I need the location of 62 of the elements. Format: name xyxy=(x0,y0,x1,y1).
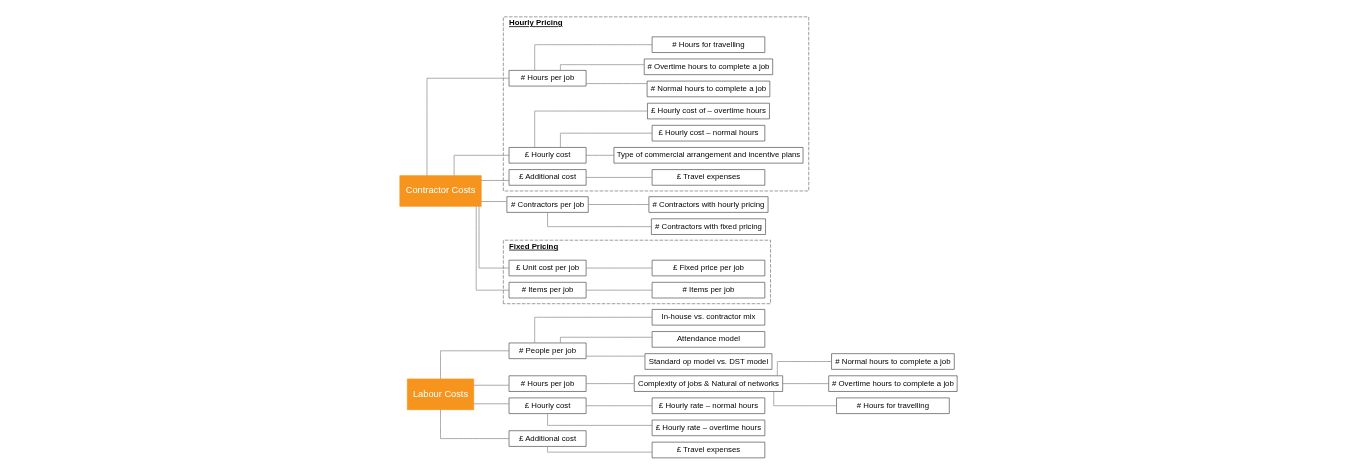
connector xyxy=(533,110,648,148)
node-box: £ Additional cost xyxy=(508,430,586,447)
node-box: Contractor Costs xyxy=(399,175,482,207)
connector xyxy=(559,336,652,344)
node-box: In-house vs. contractor mix xyxy=(651,309,765,326)
node-box: £ Hourly cost xyxy=(508,147,586,164)
connector xyxy=(533,316,652,344)
connector xyxy=(559,64,645,71)
connector xyxy=(480,201,507,202)
node-box: # People per job xyxy=(508,342,586,359)
node-box: £ Hourly cost of – overtime hours xyxy=(646,102,770,120)
node-box: # Items per job xyxy=(508,281,586,299)
node-box: # Contractors per job xyxy=(506,196,589,213)
connector xyxy=(472,384,509,386)
node-box: # Overtime hours to complete a job xyxy=(827,375,957,392)
node-box: # Normal hours to complete a job xyxy=(646,80,770,98)
connector xyxy=(587,204,649,205)
connector xyxy=(585,267,652,269)
connector xyxy=(585,355,645,357)
connector xyxy=(585,177,652,178)
node-box: £ Travel expenses xyxy=(651,169,765,186)
connector xyxy=(533,44,652,71)
node-box: # Hours per job xyxy=(508,375,586,392)
node-box: # Hours per job xyxy=(508,70,586,87)
connector xyxy=(772,391,837,407)
connector xyxy=(475,206,509,291)
connector xyxy=(585,289,652,291)
node-box: Type of commercial arrangement and incentive plans xyxy=(613,147,803,164)
node-box: # Normal hours to complete a job xyxy=(830,353,955,370)
node-box: £ Hourly cost xyxy=(508,397,586,414)
connector xyxy=(781,383,829,384)
node-box: # Hours for travelling xyxy=(651,36,765,53)
node-box: # Contractors with fixed pricing xyxy=(650,218,766,235)
node-box: £ Unit cost per job xyxy=(508,259,586,277)
node-box: £ Additional cost xyxy=(508,169,586,186)
node-box: £ Travel expenses xyxy=(651,441,765,459)
connector xyxy=(585,405,652,407)
node-box: # Contractors with hourly pricing xyxy=(648,196,768,213)
connector xyxy=(480,180,509,181)
node-box: # Overtime hours to complete a job xyxy=(643,58,773,75)
node-box: Labour Costs xyxy=(406,378,474,411)
node-box: £ Fixed price per job xyxy=(651,259,765,277)
connector xyxy=(426,77,509,176)
connector xyxy=(585,154,614,156)
node-box: Standard op model vs. DST model xyxy=(644,353,772,370)
connector xyxy=(585,83,647,84)
node-box: £ Hourly rate – overtime hours xyxy=(651,419,765,437)
connector xyxy=(559,132,652,148)
node-box: Complexity of jobs & Natural of networks xyxy=(633,375,783,392)
connector xyxy=(453,154,509,176)
node-box: # Hours for travelling xyxy=(835,397,950,414)
connector xyxy=(439,409,509,439)
connector xyxy=(546,446,652,453)
node-box: Attendance model xyxy=(651,331,765,348)
node-box: £ Hourly cost – normal hours xyxy=(651,124,765,142)
connector xyxy=(585,383,634,384)
node-box: £ Hourly rate – normal hours xyxy=(651,397,765,414)
connector xyxy=(472,403,509,405)
node-box: # Items per job xyxy=(651,281,765,299)
connector xyxy=(478,206,509,269)
connector xyxy=(439,350,509,380)
connector xyxy=(776,361,832,376)
